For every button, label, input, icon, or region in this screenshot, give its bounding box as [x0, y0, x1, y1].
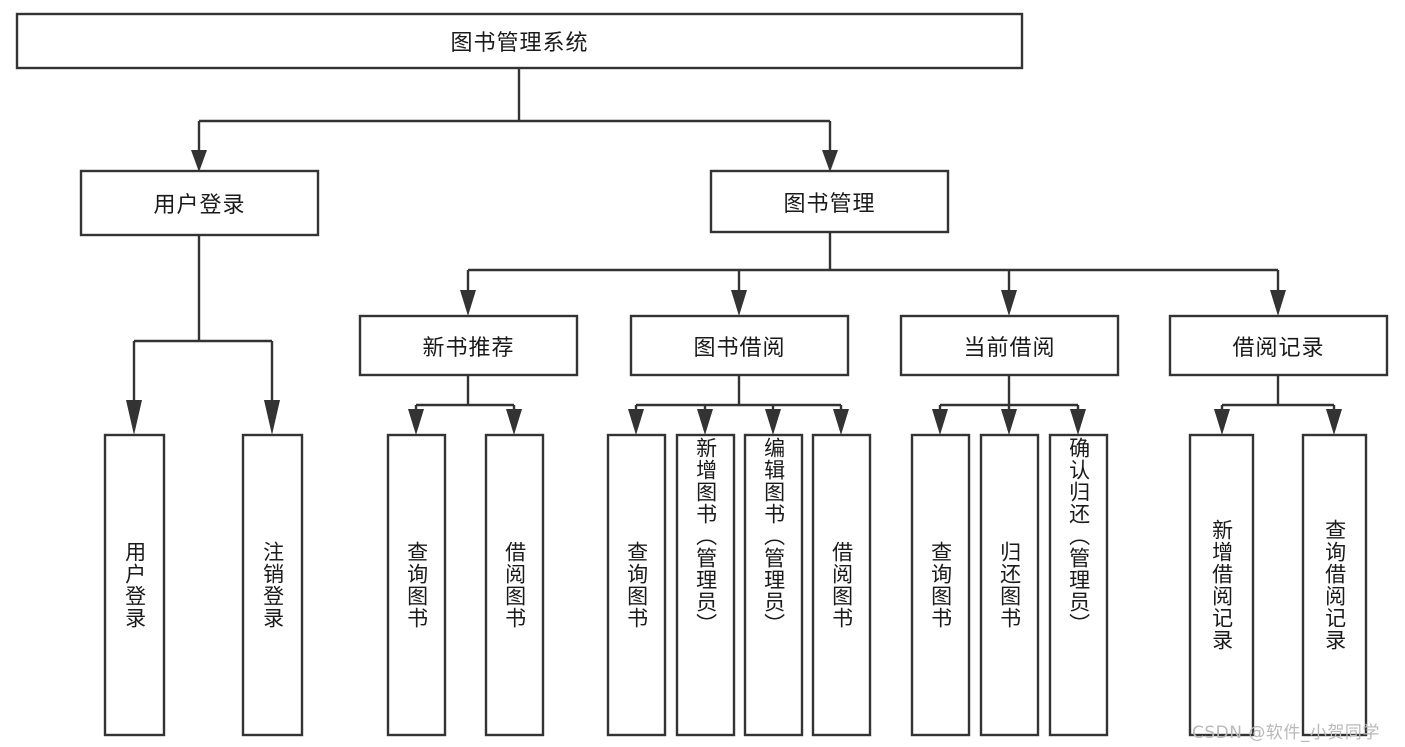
- node-box-leaf-return-book[interactable]: [979, 433, 1040, 737]
- arrow-head-book-borrow: [731, 290, 747, 316]
- node-box-leaf-query-book-2[interactable]: [606, 433, 667, 737]
- arrow-head-new-book-recommend: [460, 290, 476, 316]
- arrow-head-leaf-query-book-3: [932, 409, 948, 435]
- arrow-head-leaf-add-book-admin: [697, 409, 713, 435]
- connector-group-new-book-recommend: [408, 375, 522, 435]
- node-box-book-borrow[interactable]: [629, 314, 850, 377]
- arrow-head-leaf-logout-login: [264, 400, 280, 435]
- arrow-head-leaf-user-login: [126, 400, 142, 435]
- arrow-head-leaf-return-book: [1001, 409, 1017, 435]
- arrow-head-leaf-query-book-2: [628, 409, 644, 435]
- node-box-leaf-logout-login[interactable]: [241, 433, 304, 737]
- arrow-head-current-borrow: [1001, 290, 1017, 316]
- node-box-new-book-recommend[interactable]: [358, 314, 579, 377]
- node-box-leaf-query-book-1[interactable]: [386, 433, 447, 737]
- node-box-leaf-borrow-book-2[interactable]: [811, 433, 872, 737]
- arrow-head-leaf-query-borrow-record: [1326, 409, 1342, 435]
- arrow-head-leaf-add-borrow-record: [1214, 409, 1230, 435]
- arrow-head-borrow-record: [1270, 290, 1286, 316]
- connector-group-book-borrow: [628, 375, 849, 435]
- node-box-current-borrow[interactable]: [899, 314, 1120, 377]
- connector-group-current-borrow: [932, 375, 1086, 435]
- node-box-leaf-query-borrow-record[interactable]: [1301, 433, 1368, 737]
- arrow-head-book-management: [822, 150, 838, 172]
- arrow-head-leaf-confirm-return-admin: [1070, 409, 1086, 435]
- node-box-leaf-add-book-admin[interactable]: [675, 433, 736, 737]
- node-box-book-management[interactable]: [709, 169, 950, 234]
- node-box-leaf-borrow-book-1[interactable]: [484, 433, 545, 737]
- node-box-leaf-query-book-3[interactable]: [910, 433, 971, 737]
- watermark: CSDN @软件_小贺同学: [1192, 723, 1380, 743]
- node-box-root[interactable]: [15, 12, 1024, 70]
- node-box-borrow-record[interactable]: [1168, 314, 1389, 377]
- node-box-user-login[interactable]: [79, 169, 320, 237]
- node-box-leaf-add-borrow-record[interactable]: [1188, 433, 1255, 737]
- arrow-head-user-login: [191, 150, 207, 172]
- connector-group-root: [191, 68, 838, 172]
- node-box-leaf-confirm-return-admin[interactable]: [1048, 433, 1109, 737]
- node-box-leaf-user-login[interactable]: [103, 433, 166, 737]
- arrow-head-leaf-borrow-book-1: [506, 409, 522, 435]
- arrow-head-leaf-edit-book-admin: [765, 409, 781, 435]
- node-box-leaf-edit-book-admin[interactable]: [743, 433, 804, 737]
- arrow-head-leaf-query-book-1: [408, 409, 424, 435]
- connector-group-borrow-record: [1214, 375, 1342, 435]
- connector-group-book-management: [460, 232, 1286, 316]
- connector-group-user-login: [126, 235, 280, 435]
- arrow-head-leaf-borrow-book-2: [833, 409, 849, 435]
